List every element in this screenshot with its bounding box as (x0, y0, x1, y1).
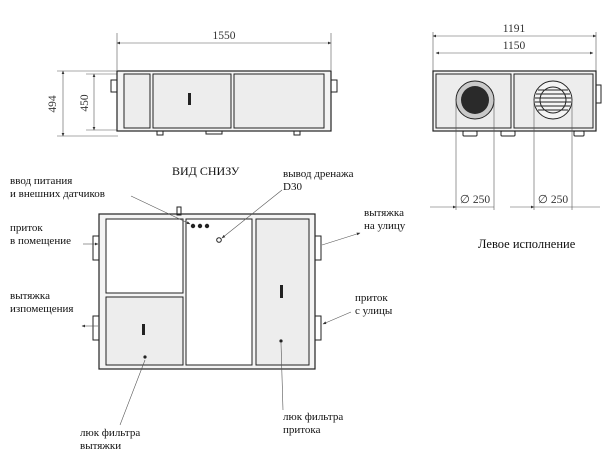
inner-height-dimension-label: 450 (79, 94, 91, 112)
power-inlet-stub (176, 206, 182, 216)
inner-width-dimension-label: 1150 (503, 40, 526, 52)
power-leader (130, 195, 191, 225)
end-panel-left (123, 73, 151, 129)
bottom-view-title: ВИД СНИЗУ (172, 164, 240, 178)
side-handle (595, 84, 602, 104)
power-label-line1: ввод питания (10, 175, 72, 187)
side-view: 1191 1150 (430, 23, 602, 251)
drain-outlet (216, 237, 222, 243)
duct-exhaust-outside (314, 235, 322, 261)
exhaust-in-label-line1: вытяжка (10, 290, 50, 302)
duct-right-dimension-label: ∅ 250 (538, 194, 568, 206)
exhaust-hatch-handle (142, 324, 145, 335)
cable-gland (204, 223, 210, 229)
outer-width-dimension-label: 1191 (503, 23, 526, 35)
drain-leader (221, 189, 283, 239)
exhaust-filter-label-line2: вытяжки (80, 440, 121, 452)
width-dimension-label: 1550 (213, 30, 236, 42)
duct-supply-to-room (92, 235, 100, 261)
duct-fan-left (461, 86, 489, 114)
center-panel (152, 73, 232, 129)
duct-exhaust-from-room (92, 315, 100, 341)
supply-filter-leader (280, 342, 284, 411)
supply-out-arrow (322, 311, 352, 325)
supply-out-label-line2: с улицы (355, 305, 393, 317)
foot (500, 130, 516, 137)
center-section (185, 218, 253, 366)
power-label-line2: и внешних датчиков (10, 188, 105, 200)
duct-stub-right (330, 79, 338, 93)
duct-stub-left (110, 79, 118, 93)
exhaust-out-arrow (321, 232, 361, 246)
supply-filter-label-line1: люк фильтра (283, 411, 343, 423)
supply-hatch-handle (280, 285, 283, 298)
right-panel (233, 73, 325, 129)
upper-left-section (105, 218, 184, 294)
outer-height-dimension-label: 494 (47, 95, 59, 113)
foot (462, 130, 478, 137)
panel-handle (188, 93, 191, 105)
supply-filter-label-line2: притока (283, 424, 321, 436)
foot (156, 130, 164, 136)
duct-supply-from-outside (314, 315, 322, 341)
foot (293, 130, 301, 136)
exhaust-filter-leader (119, 359, 146, 426)
side-view-caption: Левое исполнение (478, 237, 576, 251)
foot (205, 130, 223, 135)
supply-in-label-line1: приток (10, 222, 43, 234)
duct-left-dimension-label: ∅ 250 (460, 194, 490, 206)
exhaust-in-label-line2: изпомещения (10, 303, 73, 315)
top-view: 1550 494 450 (47, 30, 338, 137)
supply-in-label-line2: в помещение (10, 235, 71, 247)
supply-hatch-point (279, 339, 283, 343)
foot (573, 130, 585, 137)
duct-fan-right (535, 86, 571, 114)
drain-label-line2: D30 (283, 181, 302, 193)
drain-label-line1: вывод дренажа (283, 168, 354, 180)
exhaust-hatch-point (143, 355, 147, 359)
supply-out-label-line1: приток (355, 292, 388, 304)
cable-gland (190, 223, 196, 229)
bottom-view: ВИД СНИЗУ ввод питания и внешних датчико… (10, 164, 406, 452)
exhaust-out-label-line1: вытяжка (364, 207, 404, 219)
exhaust-filter-label-line1: люк фильтра (80, 427, 140, 439)
cable-gland (197, 223, 203, 229)
exhaust-out-label-line2: на улицу (364, 220, 406, 232)
